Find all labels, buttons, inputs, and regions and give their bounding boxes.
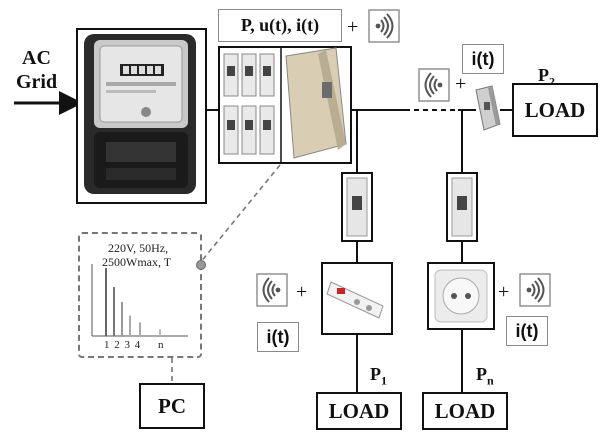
pc-box: PC [139,383,205,429]
wifi-icon [256,273,288,307]
p1-current-text: i(t) [266,326,290,347]
p1-label-main: P [370,364,381,384]
pn-plus-sign: + [498,281,510,303]
load-box-pn: LOAD [422,392,508,430]
load-box-pn-text: LOAD [434,398,496,423]
p1-label-sub: 1 [381,373,387,388]
spectrum-panel: 220V, 50Hz, 2500Wmax, T 1 2 3 4 n [78,232,206,358]
wall-socket-image [427,262,495,330]
spectrum-line-1: 220V, 50Hz, [108,241,169,255]
p2-current-text: i(t) [471,48,495,69]
spectrum-n: n [158,339,164,351]
load-box-p1: LOAD [316,392,402,430]
ac-label: AC [22,47,51,69]
breaker-panel-image [218,46,352,164]
p2-plus-sign: + [455,73,467,95]
spectrum-bars [91,264,188,337]
p1-plus-sign: + [296,281,308,303]
pn-label-sub: n [487,373,494,388]
p2-label: P2 [538,66,555,88]
meter-to-spectrum-link [199,164,281,264]
pc-box-text: PC [158,393,186,418]
p2-label-sub: 2 [549,74,555,89]
meter-plus-sign: + [347,16,359,38]
load-box-p2: LOAD [512,83,598,137]
p2-current-label: i(t) [462,44,504,74]
p1-current-label: i(t) [257,322,299,352]
pn-current-text: i(t) [515,320,539,341]
pn-label: Pn [476,365,494,387]
pn-label-main: P [476,364,487,384]
meter-measurement-label: P, u(t), i(t) [218,9,342,42]
pn-current-label: i(t) [506,316,548,346]
spectrum-anchor-dot [196,260,206,270]
wifi-icon [368,9,400,43]
breaker-pn-image [446,172,478,242]
load-box-p1-text: LOAD [328,398,390,423]
p2-label-main: P [538,65,549,85]
spectrum-line-2: 2500Wmax, T [102,255,172,269]
wifi-icon [418,68,450,102]
breaker-p1-image [341,172,373,242]
grid-label: Grid [16,71,58,93]
p1-label: P1 [370,365,387,387]
power-strip-image [321,262,393,335]
wifi-icon [519,273,551,307]
meter-measurement-text: P, u(t), i(t) [240,15,320,35]
spectrum-ticks: 1 2 3 4 [104,339,142,351]
load-box-p2-text: LOAD [524,97,586,122]
electricity-meter-image [76,28,207,204]
p2-sensor-image [475,85,501,131]
